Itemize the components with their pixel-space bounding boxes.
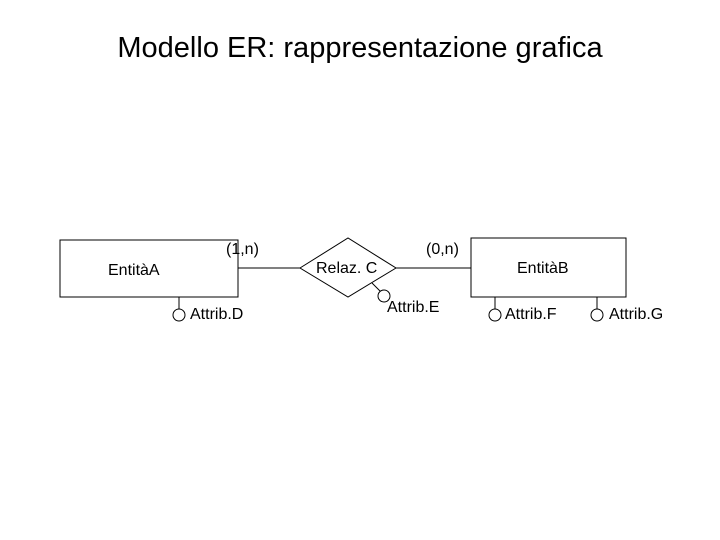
cardinality-a-label: (1,n)	[226, 241, 259, 258]
attribute-f-label: Attrib.F	[505, 306, 557, 323]
attribute-g-label: Attrib.G	[609, 306, 664, 323]
attribute-d-label: Attrib.D	[190, 306, 244, 323]
cardinality-b-label: (0,n)	[426, 241, 459, 258]
attribute-e-line	[371, 282, 382, 293]
entity-b-label: EntitàB	[517, 260, 569, 277]
slide-title: Modello ER: rappresentazione grafica	[117, 32, 603, 64]
attribute-d-circle	[172, 308, 186, 322]
attribute-e-circle	[377, 289, 391, 303]
entity-a-label: EntitàA	[108, 262, 160, 279]
attribute-e-label: Attrib.E	[387, 299, 440, 316]
relationship-label: Relaz. C	[316, 260, 378, 277]
attribute-g-circle	[590, 308, 604, 322]
attribute-f-circle	[488, 308, 502, 322]
